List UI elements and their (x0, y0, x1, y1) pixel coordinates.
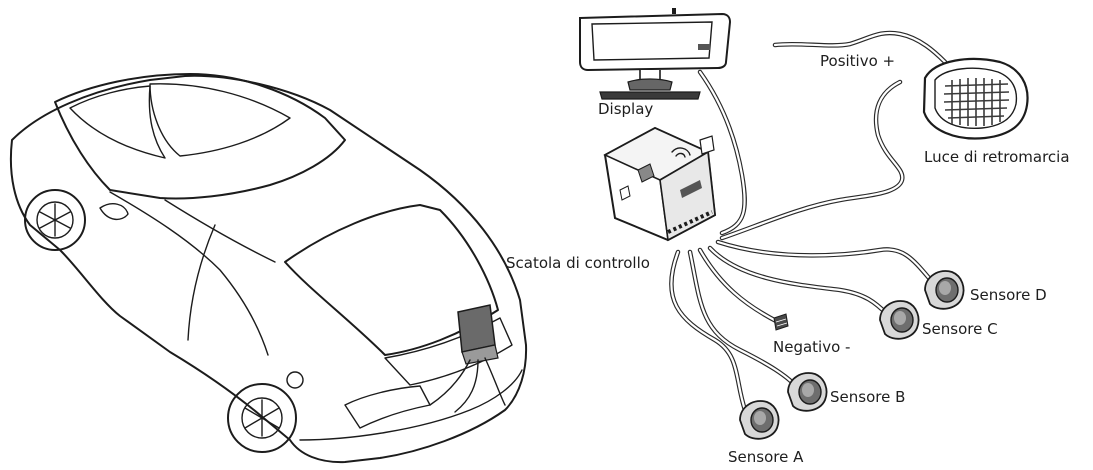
front-wheel-icon (24, 189, 86, 251)
control-box-icon (603, 126, 717, 242)
display-unit-icon (579, 8, 732, 100)
negative-label: Negativo - (773, 338, 850, 356)
sensor-c-label: Sensore C (922, 320, 998, 338)
sensor-b-label: Sensore B (830, 388, 905, 406)
sensor-d-icon (924, 270, 965, 310)
display-label: Display (598, 100, 653, 118)
rear-wheel-icon (227, 383, 297, 453)
sensor-b-icon (787, 372, 828, 412)
control-box-label: Scatola di controllo (506, 254, 650, 272)
wiring-harness (669, 30, 948, 413)
car-illustration (9, 73, 528, 464)
reverse-light-label: Luce di retromarcia (924, 148, 1070, 166)
sensor-c-icon (879, 300, 920, 340)
positive-label: Positivo + (820, 52, 895, 70)
ground-terminal-icon (773, 313, 789, 331)
trunk-control-box-icon (457, 304, 499, 365)
sensor-a-icon (739, 400, 780, 440)
sensor-d-label: Sensore D (970, 286, 1047, 304)
sensor-a-label: Sensore A (728, 448, 804, 466)
reverse-light-icon (922, 57, 1029, 140)
